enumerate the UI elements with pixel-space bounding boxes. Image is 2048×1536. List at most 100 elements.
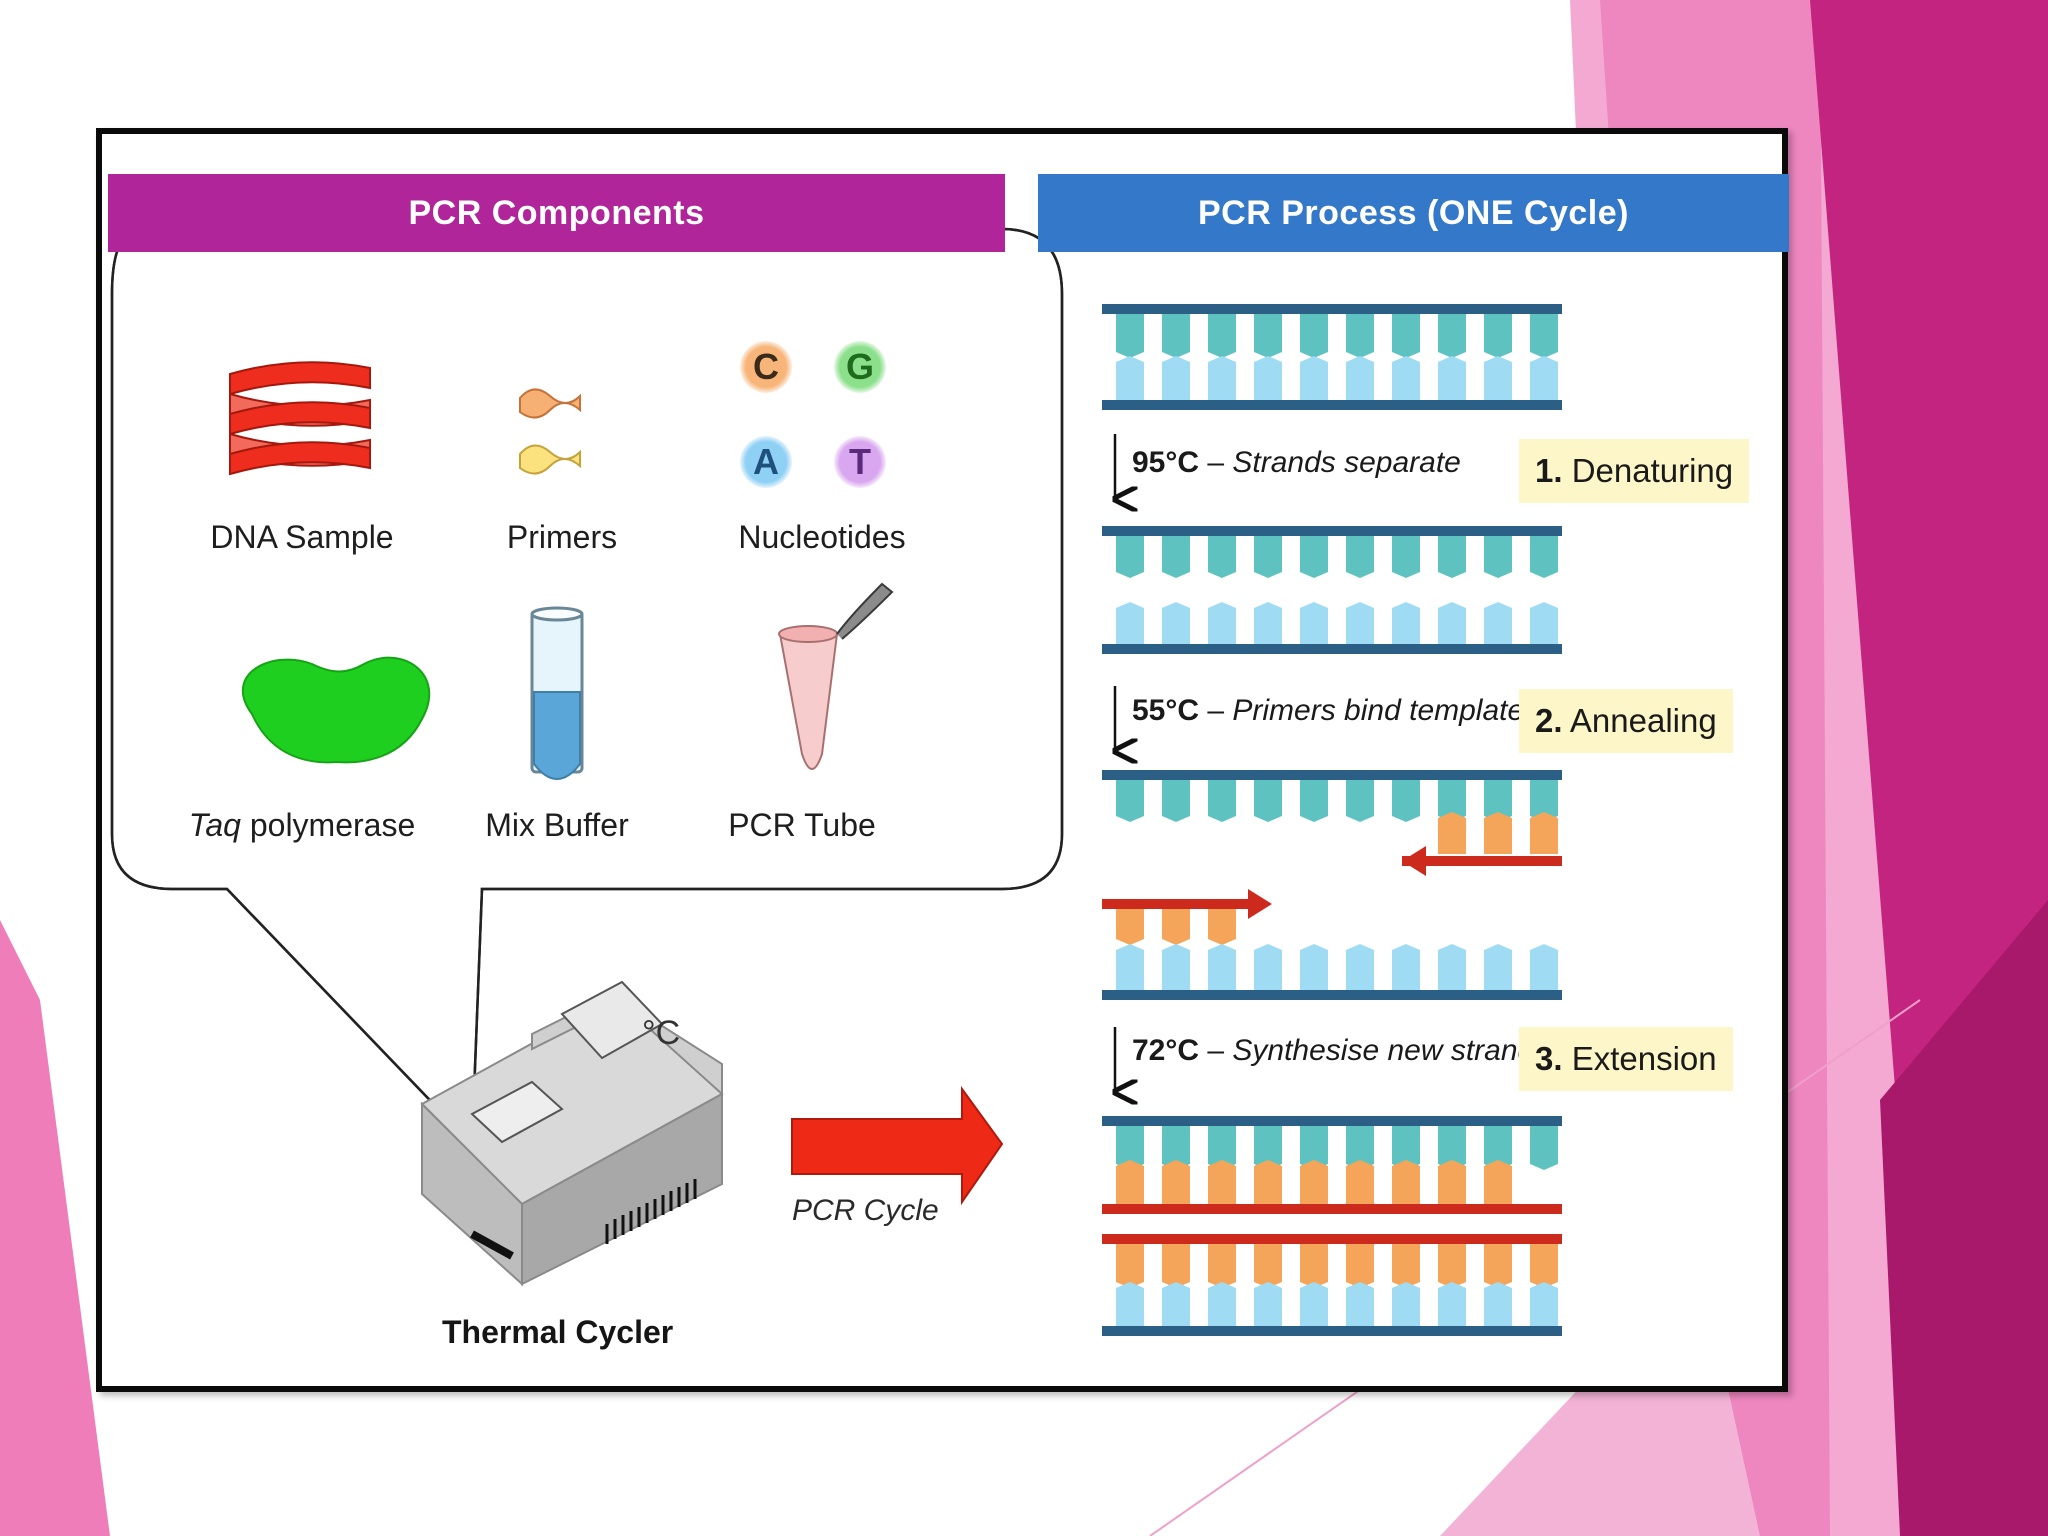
strand-4b-new-base-3: [1254, 1244, 1282, 1282]
strand-4b-bottom-base-9: [1530, 1288, 1558, 1326]
strand-2-top-base-tip-7: [1438, 572, 1466, 578]
strand-3-top-base-tip-4: [1300, 816, 1328, 822]
strand-1-bottom-base-tip-7: [1438, 356, 1466, 362]
strand-2-bottom-base-9: [1530, 608, 1558, 644]
strand-2-bottom-base-7: [1438, 608, 1466, 644]
label-mix-buffer: Mix Buffer: [485, 807, 629, 843]
strand-2-bottom-base-tip-8: [1484, 602, 1512, 608]
strand-3-bottom-base-tip-1: [1162, 944, 1190, 950]
strand-4b-bottom-base-1: [1162, 1288, 1190, 1326]
strand-1-bottom-base-6: [1392, 362, 1420, 400]
strand-4a-new-backbone: [1102, 1204, 1562, 1214]
strand-4b-bottom-base-5: [1346, 1288, 1374, 1326]
strand-1-top-base-tip-7: [1438, 352, 1466, 358]
strand-2-top-base-9: [1530, 536, 1558, 572]
strand-1-top-base-5: [1346, 314, 1374, 352]
strand-4b-bottom-base-0: [1116, 1288, 1144, 1326]
strand-3-bottom-primer-base-tip-1: [1162, 939, 1190, 945]
pcr-diagram: °C: [110, 227, 1562, 1336]
strand-2-top-base-tip-4: [1300, 572, 1328, 578]
strand-4a-new-base-8: [1484, 1166, 1512, 1204]
strand-3-bottom-base-7: [1438, 950, 1466, 990]
strand-3-bottom-base-tip-0: [1116, 944, 1144, 950]
primer-squiggles-icon: [519, 388, 581, 475]
strand-3-top-base-7: [1438, 780, 1466, 816]
strand-2-bottom-base-tip-0: [1116, 602, 1144, 608]
strand-2-top-base-0: [1116, 536, 1144, 572]
strand-4a-top-base-2: [1208, 1126, 1236, 1164]
strand-3-top-primer-base-tip-8: [1484, 812, 1512, 818]
label-nucleotides: Nucleotides: [738, 519, 906, 555]
nucleotide-t-icon: T: [834, 436, 886, 488]
strand-3-bottom-base-tip-6: [1392, 944, 1420, 950]
strand-4a-new-base-tip-4: [1300, 1160, 1328, 1166]
strand-4b-bottom-base-2: [1208, 1288, 1236, 1326]
strand-3-bottom-primer-base-tip-0: [1116, 939, 1144, 945]
strand-4a-new-base-tip-5: [1346, 1160, 1374, 1166]
strand-4a-top-base-tip-9: [1530, 1164, 1558, 1170]
strand-3-top-base-tip-6: [1392, 816, 1420, 822]
strand-4b-new-base-1: [1162, 1244, 1190, 1282]
strand-2-top-base-tip-5: [1346, 572, 1374, 578]
strand-3-top-base-tip-1: [1162, 816, 1190, 822]
label-primers: Primers: [506, 519, 618, 555]
step-1-badge: 1. Denaturing: [1519, 439, 1750, 503]
strand-4b-bottom-base-6: [1392, 1288, 1420, 1326]
strand-1-top-base-4: [1300, 314, 1328, 352]
test-tube-icon: [530, 606, 584, 780]
nucleotide-c-letter: C: [753, 346, 779, 387]
strand-2-bottom-base-tip-2: [1208, 602, 1236, 608]
strand-3-bottom-backbone: [1102, 990, 1562, 1000]
dna-helix-icon: [229, 361, 371, 476]
strand-3-bottom-primer-base-2: [1208, 909, 1236, 939]
strand-3-top-primer-base-8: [1484, 818, 1512, 854]
strand-1-bottom-base-2: [1208, 362, 1236, 400]
strand-1-top-base-tip-1: [1162, 352, 1190, 358]
strand-3-top-base-tip-3: [1254, 816, 1282, 822]
strand-2-bottom-base-2: [1208, 608, 1236, 644]
strand-3-bottom-base-3: [1254, 950, 1282, 990]
step-3-name: Extension: [1571, 1040, 1717, 1077]
strand-4b-bottom-base-tip-7: [1438, 1282, 1466, 1288]
strand-2-top-base-5: [1346, 536, 1374, 572]
strand-2-bottom-base-8: [1484, 608, 1512, 644]
strand-4b-bottom-base-4: [1300, 1288, 1328, 1326]
strand-2-bottom-base-tip-7: [1438, 602, 1466, 608]
strand-4b-bottom-base-tip-1: [1162, 1282, 1190, 1288]
strand-1-bottom-base-tip-3: [1254, 356, 1282, 362]
label-taq-polymerase: Taq polymerase: [167, 807, 437, 844]
nucleotide-c-icon: C: [740, 341, 792, 393]
thermal-cycler-label: Thermal Cycler: [442, 1314, 674, 1350]
strand-2-top-base-tip-8: [1484, 572, 1512, 578]
strand-2-top-base-tip-1: [1162, 572, 1190, 578]
strand-3-top-base-tip-5: [1346, 816, 1374, 822]
strand-2-top-base-1: [1162, 536, 1190, 572]
strand-2-top-base-6: [1392, 536, 1420, 572]
strand-4b-new-base-4: [1300, 1244, 1328, 1282]
strand-4b-bottom-base-tip-8: [1484, 1282, 1512, 1288]
label-pcr-tube: PCR Tube: [728, 807, 876, 843]
strand-3-bottom-primer-base-0: [1116, 909, 1144, 939]
strand-3-bottom-base-tip-8: [1484, 944, 1512, 950]
strand-3-top-primer-base-tip-7: [1438, 812, 1466, 818]
label-taq-italic: Taq: [188, 807, 241, 843]
pcr-cycle-arrow: [791, 1085, 1004, 1206]
strand-4b-new-base-8: [1484, 1244, 1512, 1282]
strand-1-top-base-tip-6: [1392, 352, 1420, 358]
enzyme-blob-icon: [241, 656, 431, 764]
strand-4b-bottom-base-tip-0: [1116, 1282, 1144, 1288]
strand-1-bottom-base-9: [1530, 362, 1558, 400]
strand-1-bottom-base-tip-6: [1392, 356, 1420, 362]
strand-2-bottom-base-tip-6: [1392, 602, 1420, 608]
strand-4b-new-base-0: [1116, 1244, 1144, 1282]
label-polymerase-text: polymerase: [240, 807, 416, 843]
strand-1-top-backbone: [1102, 304, 1562, 314]
dna-strand-diagrams: [1102, 304, 1562, 1336]
strand-3-bottom-base-8: [1484, 950, 1512, 990]
strand-4a-top-backbone: [1102, 1116, 1562, 1126]
strand-4b-new-base-6: [1392, 1244, 1420, 1282]
strand-4a-new-base-7: [1438, 1166, 1466, 1204]
step-2-condition: 55°C – Primers bind template: [1132, 694, 1525, 727]
strand-1-top-base-tip-4: [1300, 352, 1328, 358]
step-1-condition: 95°C – Strands separate: [1132, 446, 1461, 479]
